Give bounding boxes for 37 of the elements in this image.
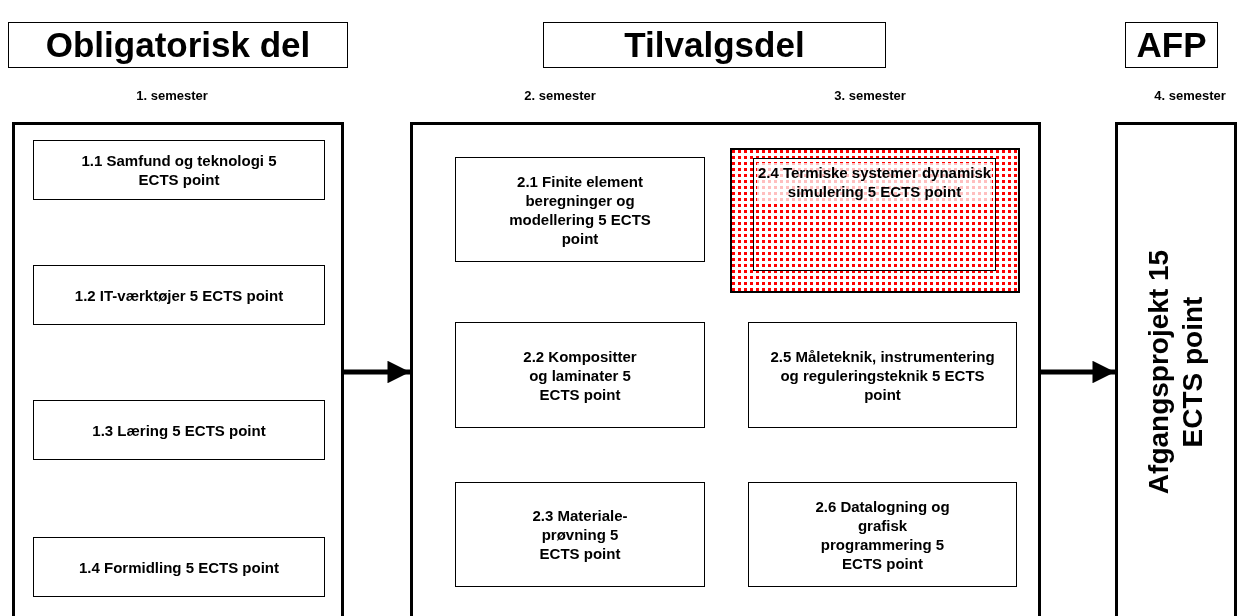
course-box bbox=[455, 482, 705, 587]
course-title: 2.1 Finite element beregninger og modellering 5 ECTS point bbox=[508, 171, 652, 248]
section-heading-box bbox=[1125, 22, 1218, 68]
course-box bbox=[455, 322, 705, 428]
arrow bbox=[1041, 360, 1115, 384]
section-heading-box bbox=[8, 22, 348, 68]
course-box bbox=[33, 537, 325, 597]
course-title: 1.3 Læring 5 ECTS point bbox=[91, 420, 267, 440]
semester-label: 4. semester bbox=[1153, 88, 1227, 103]
project-title: Afgangsprojekt 15 ECTS point bbox=[1142, 248, 1209, 497]
arrow bbox=[344, 360, 410, 384]
course-box bbox=[748, 322, 1017, 428]
course-title: 2.6 Datalogning og grafisk programmering 5 ECTS point bbox=[814, 496, 951, 573]
course-title: 2.2 Kompositter og laminater 5 ECTS point bbox=[522, 346, 638, 404]
course-box bbox=[748, 482, 1017, 587]
semester-label: 3. semester bbox=[833, 88, 907, 103]
course-title: 1.1 Samfund og teknologi 5 ECTS point bbox=[80, 151, 278, 189]
semester-label: 1. semester bbox=[135, 88, 209, 103]
course-box bbox=[33, 265, 325, 325]
patterned-box bbox=[730, 148, 1020, 293]
course-box bbox=[753, 158, 996, 271]
semester-label: 2. semester bbox=[523, 88, 597, 103]
course-box bbox=[455, 157, 705, 262]
course-title: 2.5 Måleteknik, instrumentering og reguleringsteknik 5 ECTS point bbox=[769, 346, 996, 404]
course-box bbox=[33, 400, 325, 460]
section-heading: Tilvalgsdel bbox=[624, 25, 805, 65]
semester-panel bbox=[410, 122, 1041, 616]
semester-panel bbox=[12, 122, 344, 616]
course-box bbox=[33, 140, 325, 200]
section-heading: AFP bbox=[1136, 25, 1207, 65]
course-title: 1.4 Formidling 5 ECTS point bbox=[78, 557, 280, 577]
section-heading: Obligatorisk del bbox=[45, 25, 311, 65]
section-heading-box bbox=[543, 22, 886, 68]
semester-panel bbox=[1115, 122, 1237, 616]
course-title: 2.3 Materiale-prøvning 5 ECTS point bbox=[531, 506, 629, 563]
course-title: 1.2 IT-værktøjer 5 ECTS point bbox=[74, 285, 284, 305]
course-title: 2.4 Termiske systemer dynamisk simulering 5 ECTS point bbox=[757, 163, 992, 201]
